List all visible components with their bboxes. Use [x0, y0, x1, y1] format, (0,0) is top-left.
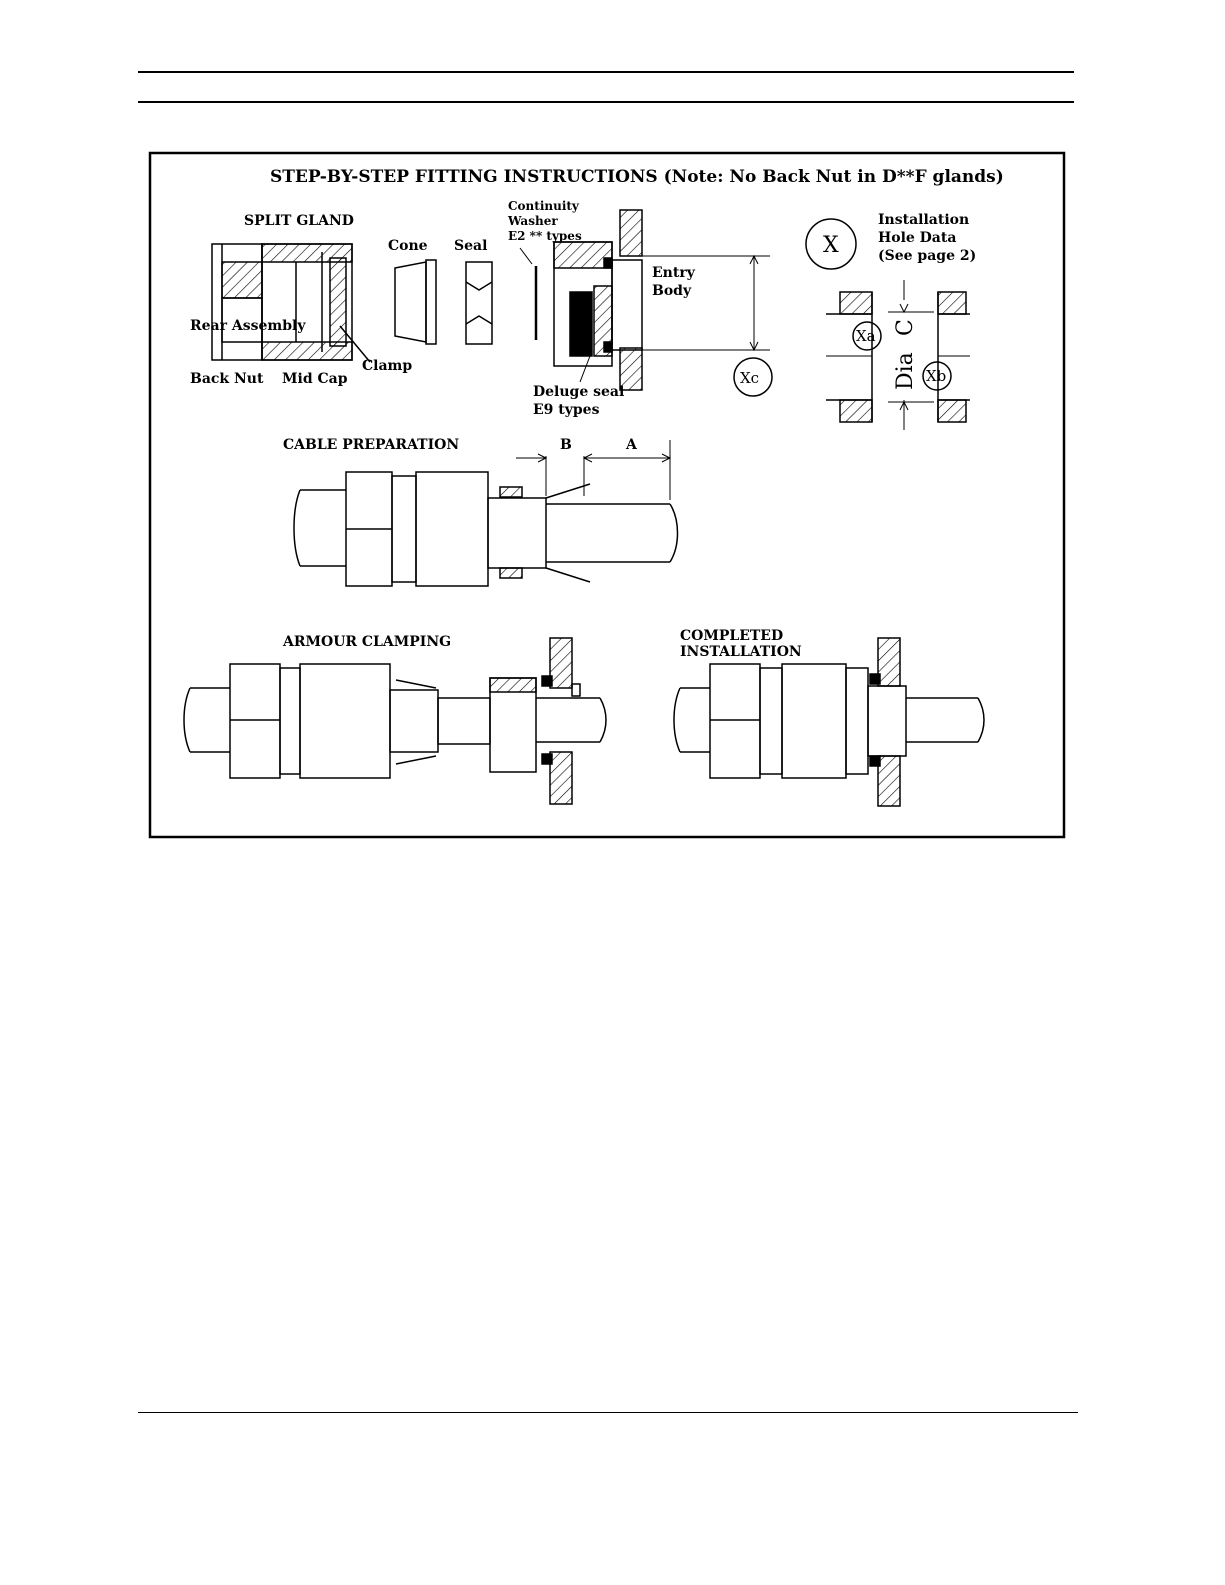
mid-cap-label: Mid Cap: [282, 371, 348, 387]
hole-data-caption-3: (See page 2): [878, 248, 976, 264]
deluge-seal-label-1: Deluge seal: [533, 384, 624, 400]
dia-label: Dia: [893, 352, 918, 390]
back-nut-label: Back Nut: [190, 371, 264, 387]
rear-assembly-label: Rear Assembly: [190, 318, 306, 334]
cable-preparation-heading: CABLE PREPARATION: [283, 437, 459, 453]
split-gland-heading: SPLIT GLAND: [244, 213, 354, 229]
header-rule-top: [138, 71, 1074, 73]
continuity-washer-label-1: Continuity: [508, 199, 580, 213]
seal-shape: [465, 261, 493, 345]
dim-a-label: A: [625, 437, 638, 453]
xa-marker: [852, 321, 882, 351]
cone-label: Cone: [388, 238, 428, 254]
footer-rule: [138, 1412, 1078, 1413]
panel-wall: [619, 209, 643, 257]
xa-label: Xa: [856, 327, 876, 345]
xc-label: Xc: [740, 369, 759, 387]
split-gland-view: SPLIT GLAND: [190, 199, 773, 418]
completed-heading-1: COMPLETED: [680, 628, 783, 644]
hole-data-caption-2: Hole Data: [878, 230, 956, 246]
completed-heading-2: INSTALLATION: [680, 644, 802, 660]
c-label: C: [893, 319, 918, 336]
xb-marker: [922, 361, 952, 391]
armour-clamping-heading: ARMOUR CLAMPING: [282, 634, 451, 650]
continuity-washer-label-3: E2 ** types: [508, 229, 582, 243]
entry-body-label-2: Body: [652, 283, 692, 299]
deluge-seal-label-2: E9 types: [533, 402, 600, 418]
hole-data-view: X Installation Hole Data (See page 2) Xa…: [805, 212, 976, 430]
hole-data-symbol: [805, 218, 857, 270]
dim-b-label: B: [560, 437, 572, 453]
hole-data-symbol-label: X: [823, 233, 839, 258]
armour-clamping-view: ARMOUR CLAMPING: [183, 634, 607, 805]
hole-data-caption-1: Installation: [878, 212, 969, 228]
cable-preparation-view: CABLE PREPARATION B A: [283, 437, 679, 587]
xb-label: Xb: [926, 367, 946, 385]
xc-marker: [733, 357, 773, 397]
continuity-washer-label-2: Washer: [507, 214, 558, 228]
figure-title: STEP-BY-STEP FITTING INSTRUCTIONS (Note:…: [270, 167, 1004, 187]
header-rule-bottom: [138, 101, 1074, 103]
seal-label: Seal: [454, 238, 487, 254]
completed-installation-view: COMPLETED INSTALLATION: [673, 628, 985, 807]
clamp-label: Clamp: [362, 358, 412, 374]
entry-body-label-1: Entry: [652, 265, 696, 281]
